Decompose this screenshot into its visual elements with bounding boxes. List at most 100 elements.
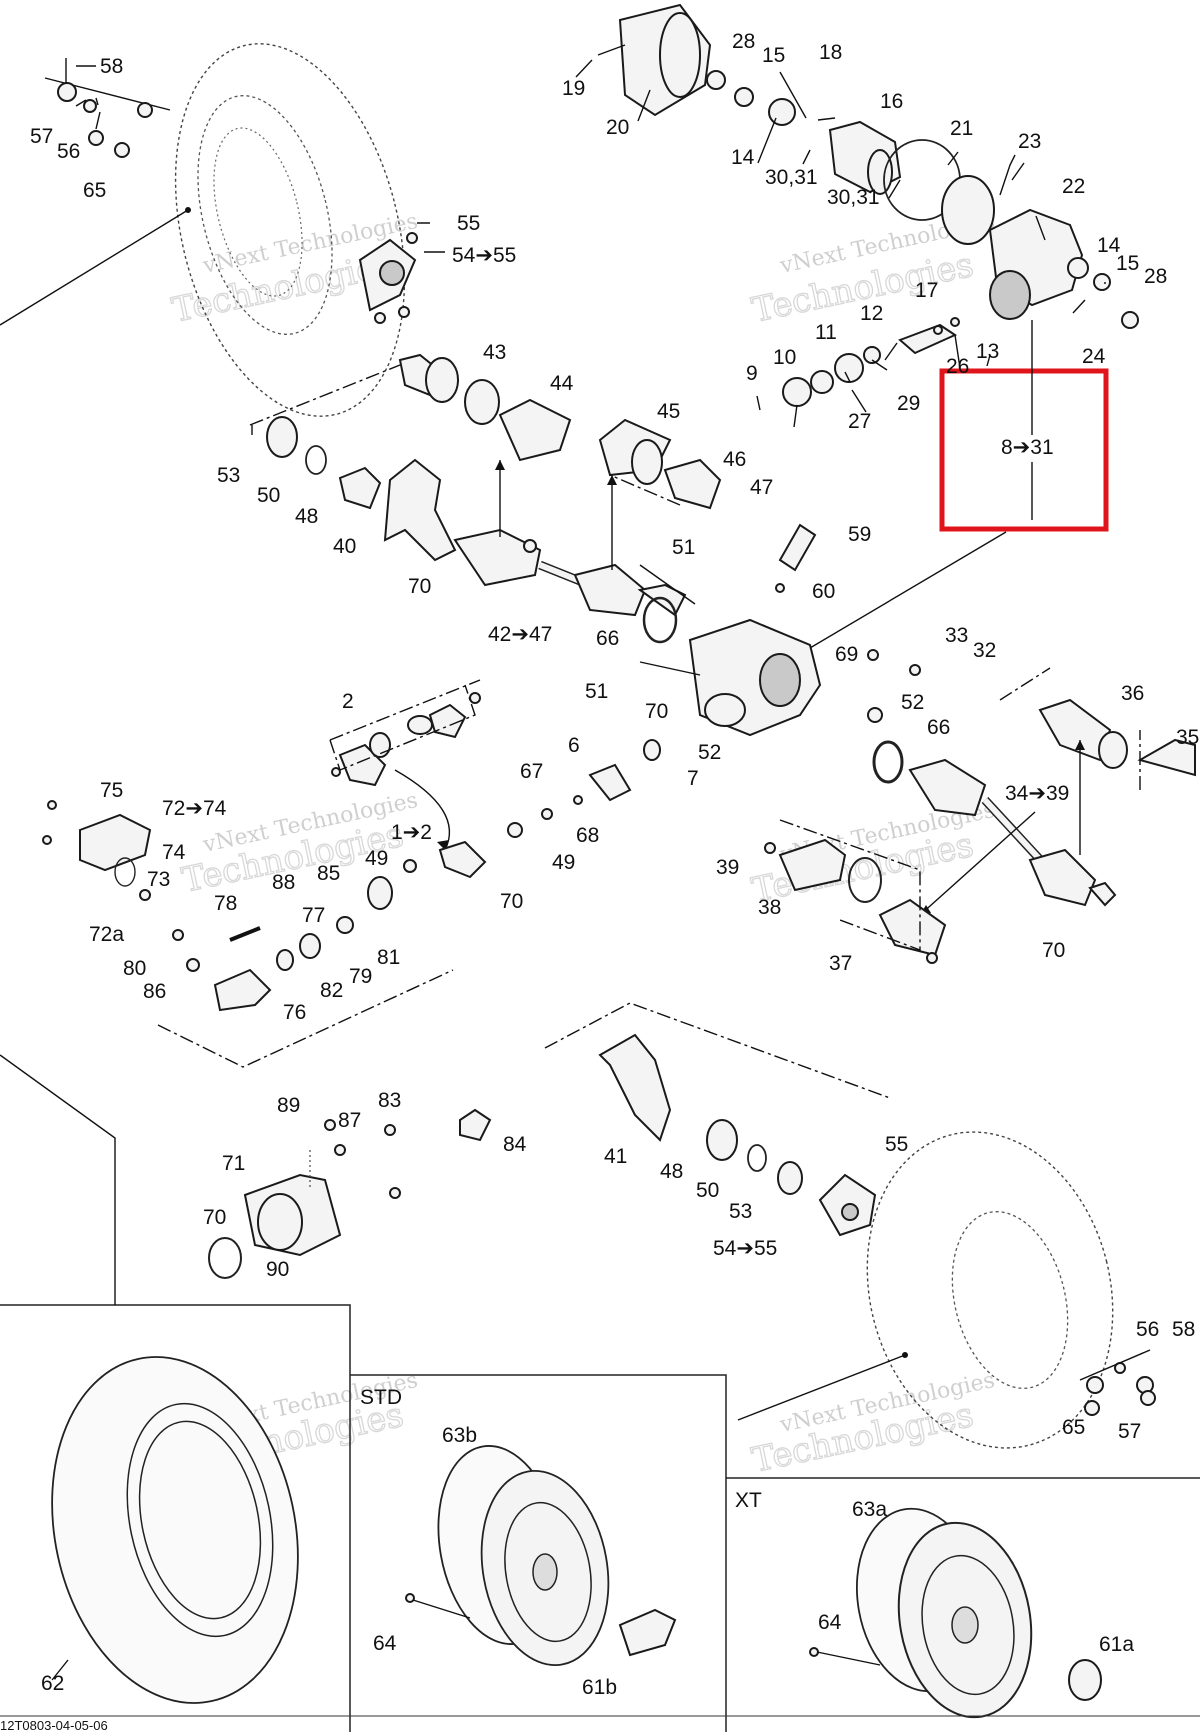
part-label-57-b: 57 — [1118, 1420, 1141, 1443]
part-label-48-b: 48 — [660, 1160, 683, 1183]
part-label-15: 15 — [762, 44, 785, 67]
part-label-53: 53 — [217, 464, 240, 487]
part-label-62: 62 — [41, 1672, 64, 1695]
part-label-28: 28 — [732, 30, 755, 53]
part-label-70-e: 70 — [203, 1206, 226, 1229]
part-label-56-b: 56 — [1136, 1318, 1159, 1341]
part-label-9: 9 — [746, 362, 758, 385]
shift-actuator-drawing — [42, 800, 200, 972]
part-label-12: 12 — [860, 302, 883, 325]
highlight-box[interactable] — [939, 368, 1109, 532]
part-label-22: 22 — [1062, 175, 1085, 198]
front-left-tire-drawing — [0, 43, 406, 417]
part-label-65: 65 — [83, 179, 106, 202]
part-label-10: 10 — [773, 346, 796, 369]
panel-label-xt: XT — [735, 1489, 762, 1512]
part-label-2: 2 — [342, 690, 354, 713]
part-label-60: 60 — [812, 580, 835, 603]
part-label-86: 86 — [143, 980, 166, 1003]
part-label-24: 24 — [1082, 345, 1106, 368]
part-label-51-b: 51 — [585, 680, 608, 703]
part-label-58: 58 — [100, 55, 123, 78]
part-label-32: 32 — [973, 639, 996, 662]
drawing-code: 12T0803-04-05-06 — [0, 1718, 108, 1732]
part-label-50-b: 50 — [696, 1179, 719, 1202]
part-label-30-31-b: 30,31 — [827, 186, 880, 209]
part-label-29: 29 — [897, 392, 920, 415]
part-label-75: 75 — [100, 779, 123, 802]
part-label-23: 23 — [1018, 130, 1041, 153]
lower-knuckle-drawing — [544, 1002, 891, 1237]
bottom-right-tire-drawing — [737, 1131, 1156, 1449]
part-label-11: 11 — [815, 321, 837, 344]
part-label-34-39: 34➔39 — [1005, 782, 1069, 805]
bottom-panels — [0, 1054, 1200, 1732]
part-label-68: 68 — [576, 824, 599, 847]
part-label-63a: 63a — [852, 1498, 887, 1521]
front-drive-shaft-drawing — [249, 353, 722, 617]
part-label-78: 78 — [214, 892, 237, 915]
part-label-52: 52 — [901, 691, 924, 714]
leader-lines — [75, 59, 1106, 428]
part-label-27: 27 — [848, 410, 871, 433]
part-label-74: 74 — [162, 841, 186, 864]
part-label-30-31: 30,31 — [765, 166, 818, 189]
part-label-16: 16 — [880, 90, 903, 113]
wheel-xt-drawing — [809, 1507, 1102, 1719]
part-label-90: 90 — [266, 1258, 289, 1281]
part-label-81: 81 — [377, 946, 400, 969]
part-label-15-b: 15 — [1116, 252, 1139, 275]
part-label-61b: 61b — [582, 1676, 617, 1699]
part-label-82: 82 — [320, 979, 343, 1002]
part-label-28-b: 28 — [1144, 265, 1167, 288]
part-label-42-47: 42➔47 — [488, 623, 552, 646]
part-label-58-b: 58 — [1172, 1318, 1195, 1341]
part-label-70: 70 — [408, 575, 431, 598]
part-label-76: 76 — [283, 1001, 306, 1024]
part-label-49-b: 49 — [552, 851, 575, 874]
part-label-19: 19 — [562, 77, 585, 100]
rear-housing-drawing — [597, 3, 1139, 329]
part-label-36: 36 — [1121, 682, 1144, 705]
part-label-83: 83 — [378, 1089, 401, 1112]
part-label-17: 17 — [915, 279, 938, 302]
part-label-46: 46 — [723, 448, 746, 471]
part-label-67: 67 — [520, 760, 543, 783]
pinion-gear-drawing — [782, 317, 960, 407]
inner-axle-parts-drawing — [157, 679, 661, 1068]
part-label-66: 66 — [596, 627, 619, 650]
part-label-50: 50 — [257, 484, 280, 507]
part-label-37: 37 — [829, 952, 852, 975]
part-label-80: 80 — [123, 957, 146, 980]
part-label-89: 89 — [277, 1094, 300, 1117]
panel-label-std: STD — [360, 1386, 402, 1409]
part-label-14: 14 — [731, 146, 755, 169]
part-label-1-2: 1➔2 — [391, 821, 432, 844]
part-label-71: 71 — [222, 1152, 245, 1175]
part-label-21: 21 — [950, 117, 973, 140]
part-label-70-c: 70 — [500, 890, 523, 913]
part-label-66-b: 66 — [927, 716, 950, 739]
differential-drawing — [639, 523, 921, 737]
knuckle-and-bearing-drawing — [266, 416, 537, 562]
part-label-20: 20 — [606, 116, 629, 139]
part-label-47: 47 — [750, 476, 773, 499]
part-label-35: 35 — [1176, 726, 1199, 749]
highlight-callout[interactable]: 8➔31 — [809, 320, 1109, 649]
part-label-72-74: 72➔74 — [162, 797, 227, 820]
part-label-53-b: 53 — [729, 1200, 752, 1223]
part-label-73: 73 — [147, 868, 170, 891]
cv-joint-parts-drawing — [764, 819, 947, 964]
part-label-6: 6 — [568, 734, 580, 757]
part-label-44: 44 — [550, 372, 574, 395]
part-label-77: 77 — [302, 904, 325, 927]
part-label-39: 39 — [716, 856, 739, 879]
part-labels: 58 57 56 65 55 54➔55 19 20 28 15 18 16 1… — [30, 30, 1199, 1699]
part-label-69: 69 — [835, 643, 858, 666]
part-label-41: 41 — [604, 1145, 627, 1168]
part-label-7: 7 — [687, 767, 699, 790]
part-label-40: 40 — [333, 535, 356, 558]
part-label-43: 43 — [483, 341, 506, 364]
part-label-84: 84 — [503, 1133, 527, 1156]
